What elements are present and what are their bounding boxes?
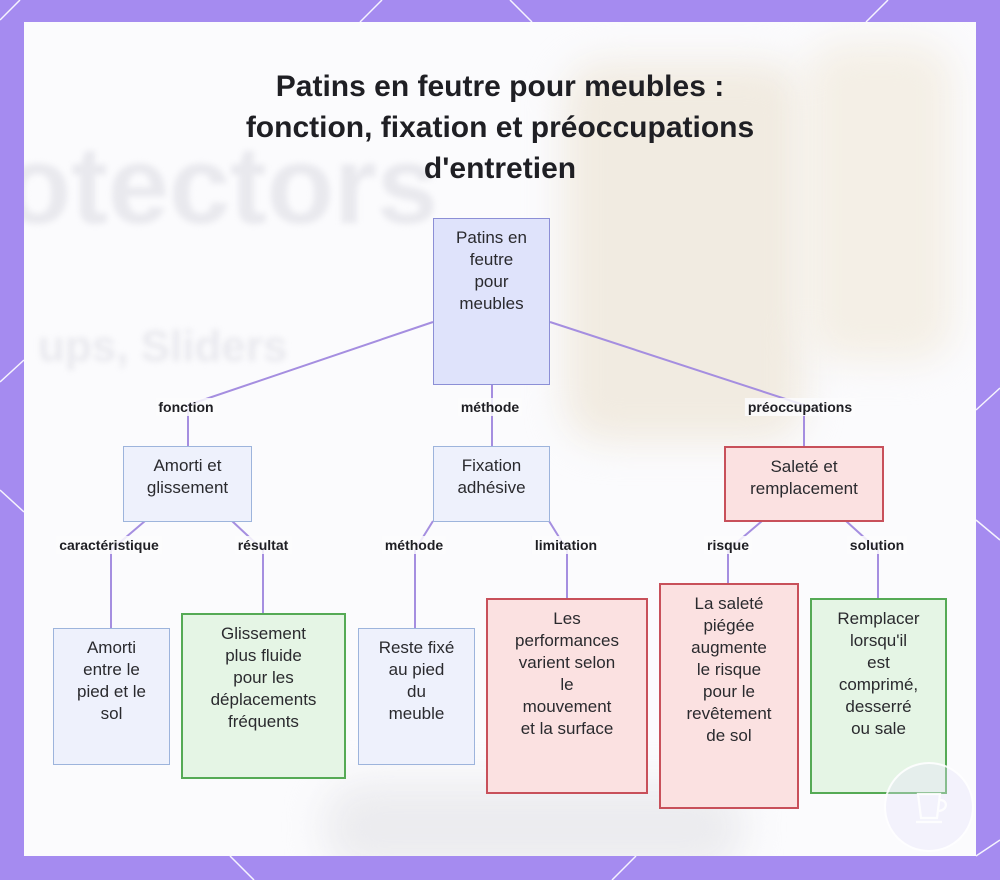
node-text: Reste fixé [378,638,455,657]
node-text: desserré [845,697,912,716]
edge-label-fonction: fonction [155,398,217,416]
node-text: pour les [233,668,294,687]
node-text: revêtement [686,704,772,723]
cup-logo-icon [916,792,947,824]
background-text: ups, Sliders [38,322,288,371]
node-text: lorsqu'il [849,631,908,650]
node-text: Les [553,609,581,628]
edge-amorti-glissement [231,520,264,613]
edge-label-risque: risque [703,536,753,554]
node-text: performances [515,631,619,650]
node-text: pour [474,272,509,291]
node-text: meuble [388,704,445,723]
node-amorti-glissement: Amorti et glissement [123,446,252,522]
node-salete-risque: La saleté piégée augmente le risque pour… [659,583,799,809]
node-salete: Saleté et remplacement [724,446,884,522]
edge-label-preoccupations: préoccupations [744,398,856,416]
node-text: déplacements [210,690,317,709]
background-blur [804,42,954,362]
edge-label-resultat: résultat [234,536,292,554]
edge-label-methode: méthode [457,398,523,416]
node-text: du [407,682,426,701]
edge-label-caracteristique: caractéristique [56,536,162,554]
node-fixation: Fixation adhésive [433,446,550,522]
edge-fixation-performances [548,520,568,598]
node-text: plus fluide [225,646,302,665]
node-text: varient selon [518,653,616,672]
title-line: d'entretien [423,152,577,185]
node-text: le risque [696,660,762,679]
node-performances: Les performances varient selon le mouvem… [486,598,648,794]
node-root: Patins en feutre pour meubles [433,218,550,385]
edge-salete-remplacer [845,520,879,598]
edge-label-limitation: limitation [531,536,601,554]
node-text: Amorti et [153,456,222,475]
node-text: fréquents [228,712,299,731]
node-text: le [560,675,574,694]
node-text: Fixation [461,456,522,475]
node-reste-fixe: Reste fixé au pied du meuble [358,628,475,765]
title-line: Patins en feutre pour meubles : [275,70,725,103]
node-amorti-pied: Amorti entre le pied et le sol [53,628,170,765]
background-blur [564,62,804,442]
node-glissement-fluide: Glissement plus fluide pour les déplacem… [181,613,346,779]
node-text: piégée [703,616,755,635]
node-text: glissement [146,478,229,497]
node-text: Glissement [220,624,307,643]
node-text: La saleté [694,594,764,613]
edge-label-methode: méthode [381,536,447,554]
node-text: entre le [83,660,140,679]
node-text: mouvement [522,697,612,716]
node-text: Amorti [86,638,137,657]
edge-label-solution: solution [846,536,908,554]
node-text: ou sale [851,719,906,738]
node-text: et la surface [520,719,614,738]
node-text: est [867,653,890,672]
edge-root-salete [549,321,805,446]
node-text: remplacement [750,479,858,498]
background-text: otectors [24,124,438,247]
node-text: pour le [703,682,755,701]
node-text: comprimé, [838,675,919,694]
node-text: au pied [388,660,445,679]
node-remplacer: Remplacer lorsqu'il est comprimé, desser… [810,598,947,794]
node-text: adhésive [457,478,526,497]
node-text: Remplacer [837,609,920,628]
title-line: fonction, fixation et préoccupations [245,111,755,144]
node-text: sol [100,704,123,723]
node-text: Saleté et [770,457,838,476]
diagram-title: Patins en feutre pour meubles : fonction… [0,66,1000,189]
edge-root-amorti [187,321,434,446]
node-text: pied et le [77,682,146,701]
brand-logo [884,762,974,852]
node-text: de sol [706,726,752,745]
node-text: Patins en [456,228,527,247]
node-text: meubles [459,294,524,313]
node-text: augmente [691,638,767,657]
node-text: feutre [469,250,514,269]
